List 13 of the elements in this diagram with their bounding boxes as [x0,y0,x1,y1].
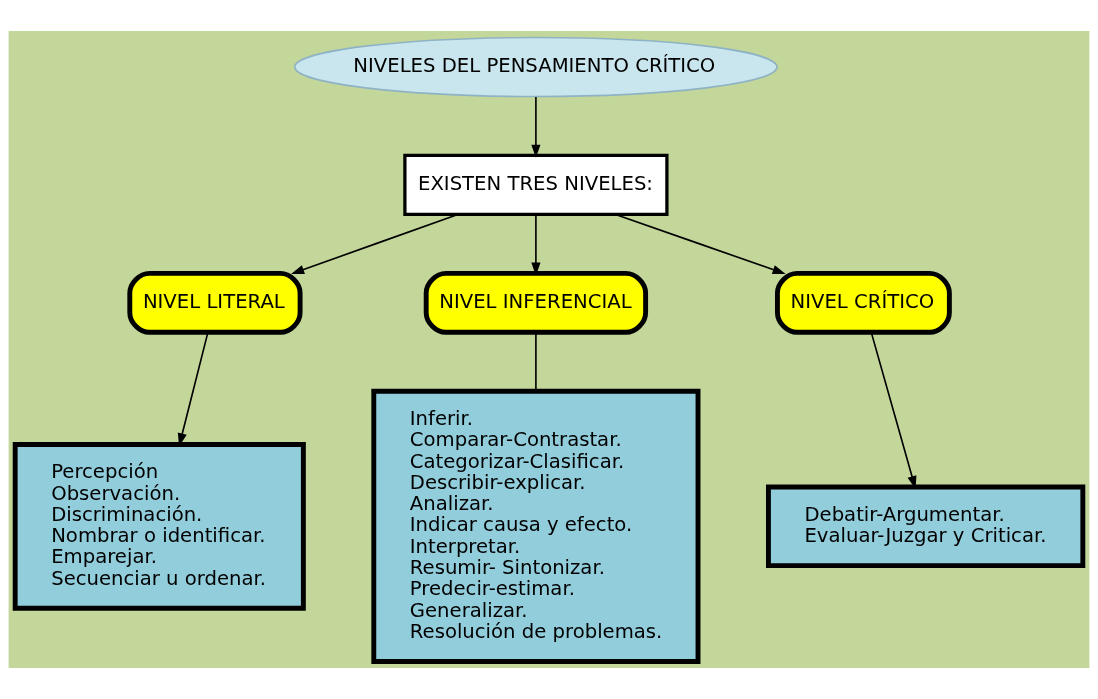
node-box: Inferir. Comparar-Contrastar. Categorizar-Clasificar. Describir-explicar. Analizar. Indicar causa y efecto. Interpretar. Resumir- Sintonizar. Predecir-estimar. Generalizar. Resolución de problemas. [371,388,701,664]
connector [535,331,537,392]
node-box: Percepción Observación. Discriminación. Nombrar o identificar. Emparejar. Secuenciar u ordenar. [12,442,306,611]
arrow [531,96,541,158]
node-box: NIVEL INFERENCIAL [423,270,649,335]
arrow [614,213,786,274]
arrow [291,213,459,274]
node-box: NIVEL CRÍTICO [775,270,952,335]
node-box: Debatir-Argumentar. Evaluar-Juzgar y Criticar. [765,484,1086,569]
node-ellipse: NIVELES DEL PENSAMIENTO CRÍTICO [293,36,778,98]
node-box: EXISTEN TRES NIVELES: [403,153,669,217]
node-box: NIVEL LITERAL [127,270,303,335]
arrow [531,214,541,276]
